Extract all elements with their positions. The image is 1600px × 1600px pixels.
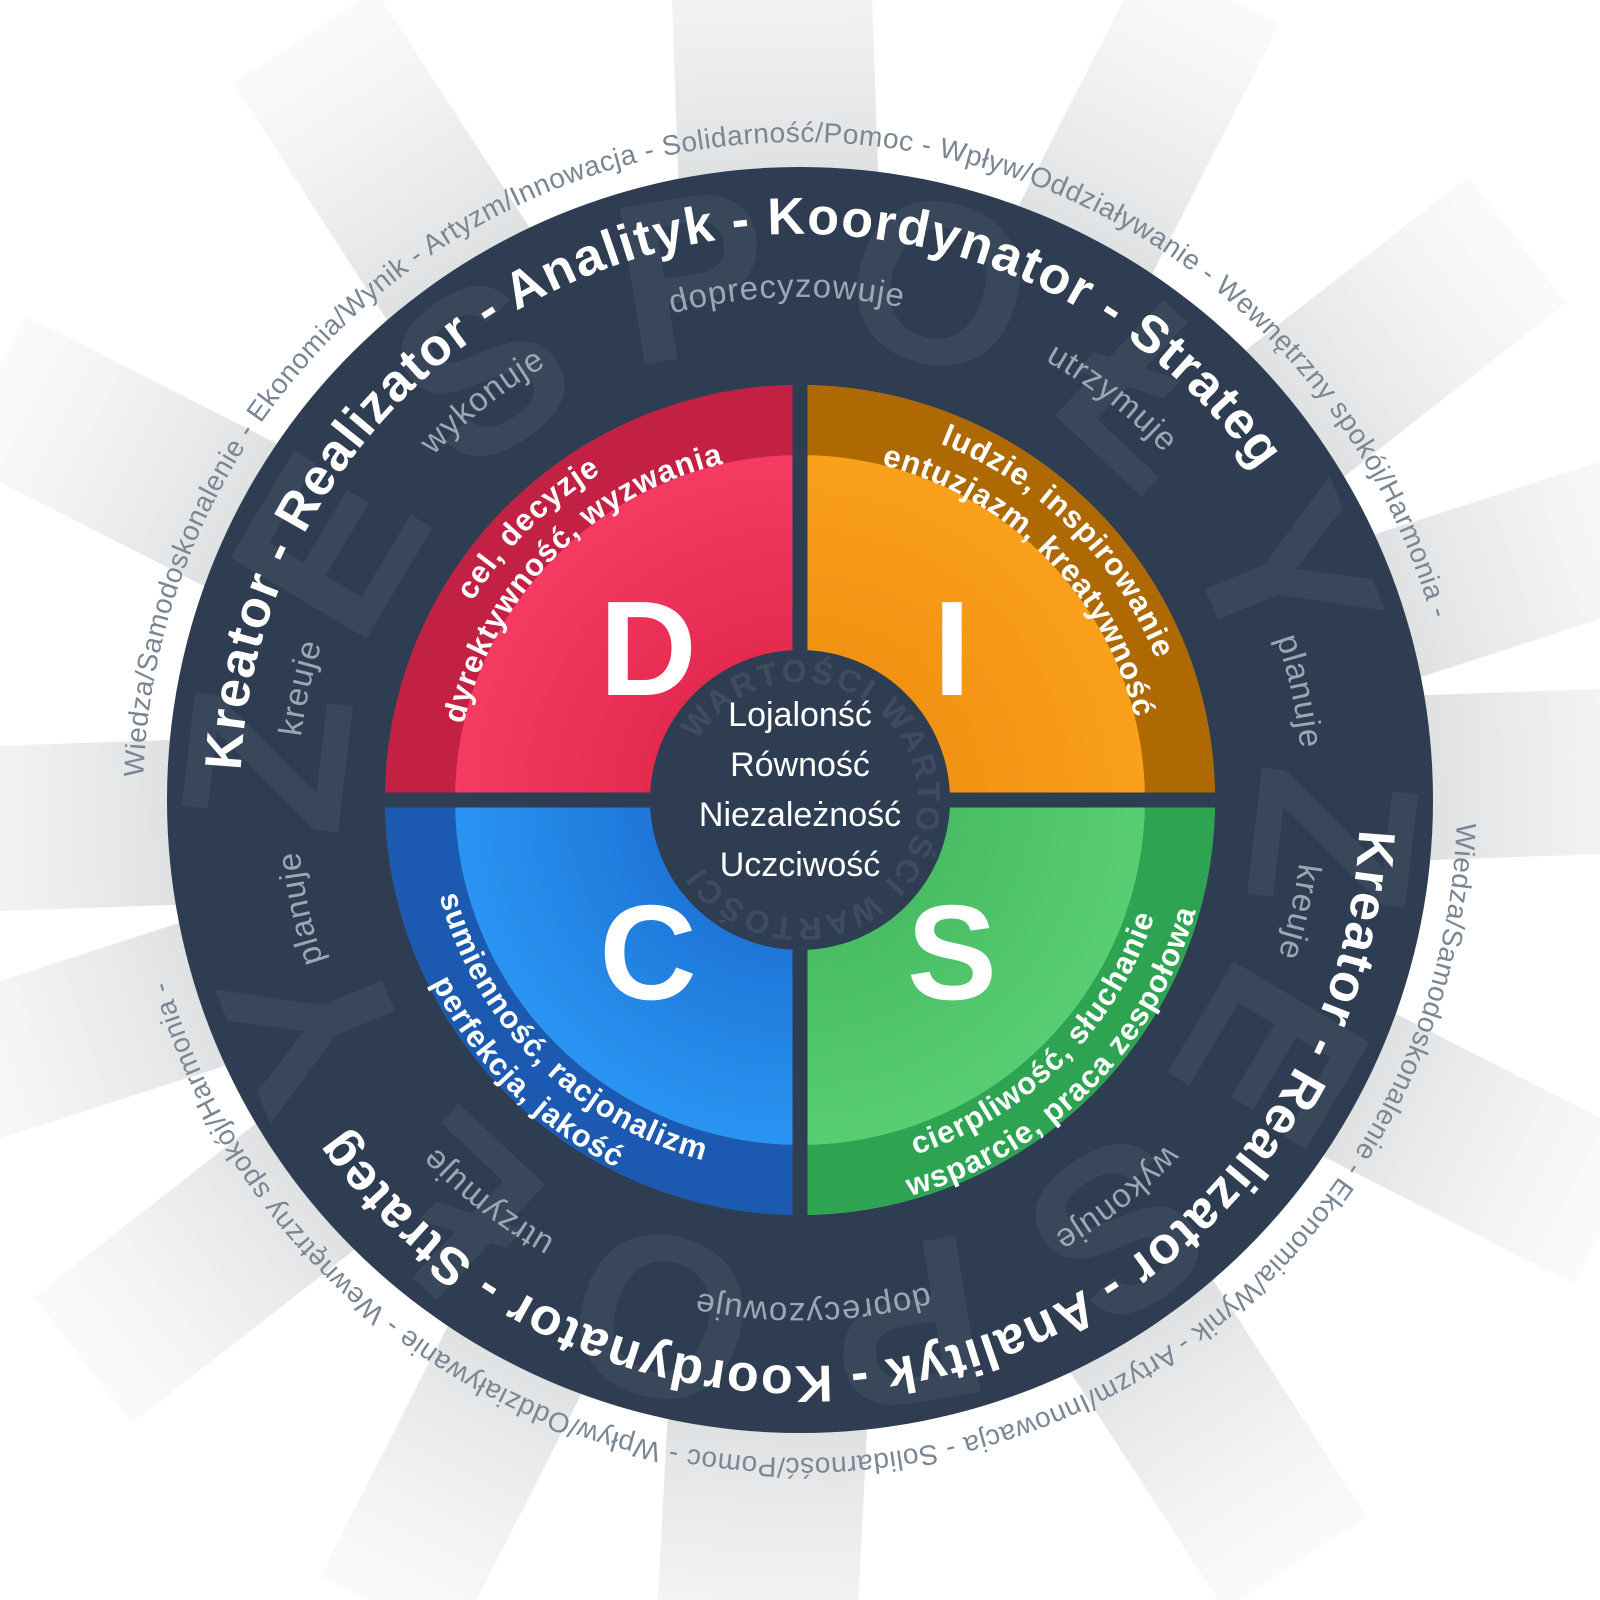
quadrant-s-band [800,800,1215,1215]
center-values-circle: WARTOŚCI WARTOŚCI WARTOŚCI Lojalonść Rów… [650,650,950,950]
center-value-1: Lojalonść [728,696,872,734]
quadrant-letters: D I C S [599,573,997,1028]
quadrant-i-band [800,385,1215,800]
center-disc [650,650,950,950]
letter-i: I [933,573,971,724]
letter-s: S [907,877,997,1028]
ray [0,737,244,915]
center-value-3: Niezależność [699,796,901,834]
quadrant-d-band [385,385,800,800]
letter-c: C [599,877,697,1028]
ray [1356,685,1600,863]
center-value-2: Równość [730,746,870,784]
ray [652,1353,871,1600]
center-value-4: Uczciwość [720,846,881,884]
letter-d: D [599,573,697,724]
ray [668,0,881,244]
quadrant-c-band [385,800,800,1215]
